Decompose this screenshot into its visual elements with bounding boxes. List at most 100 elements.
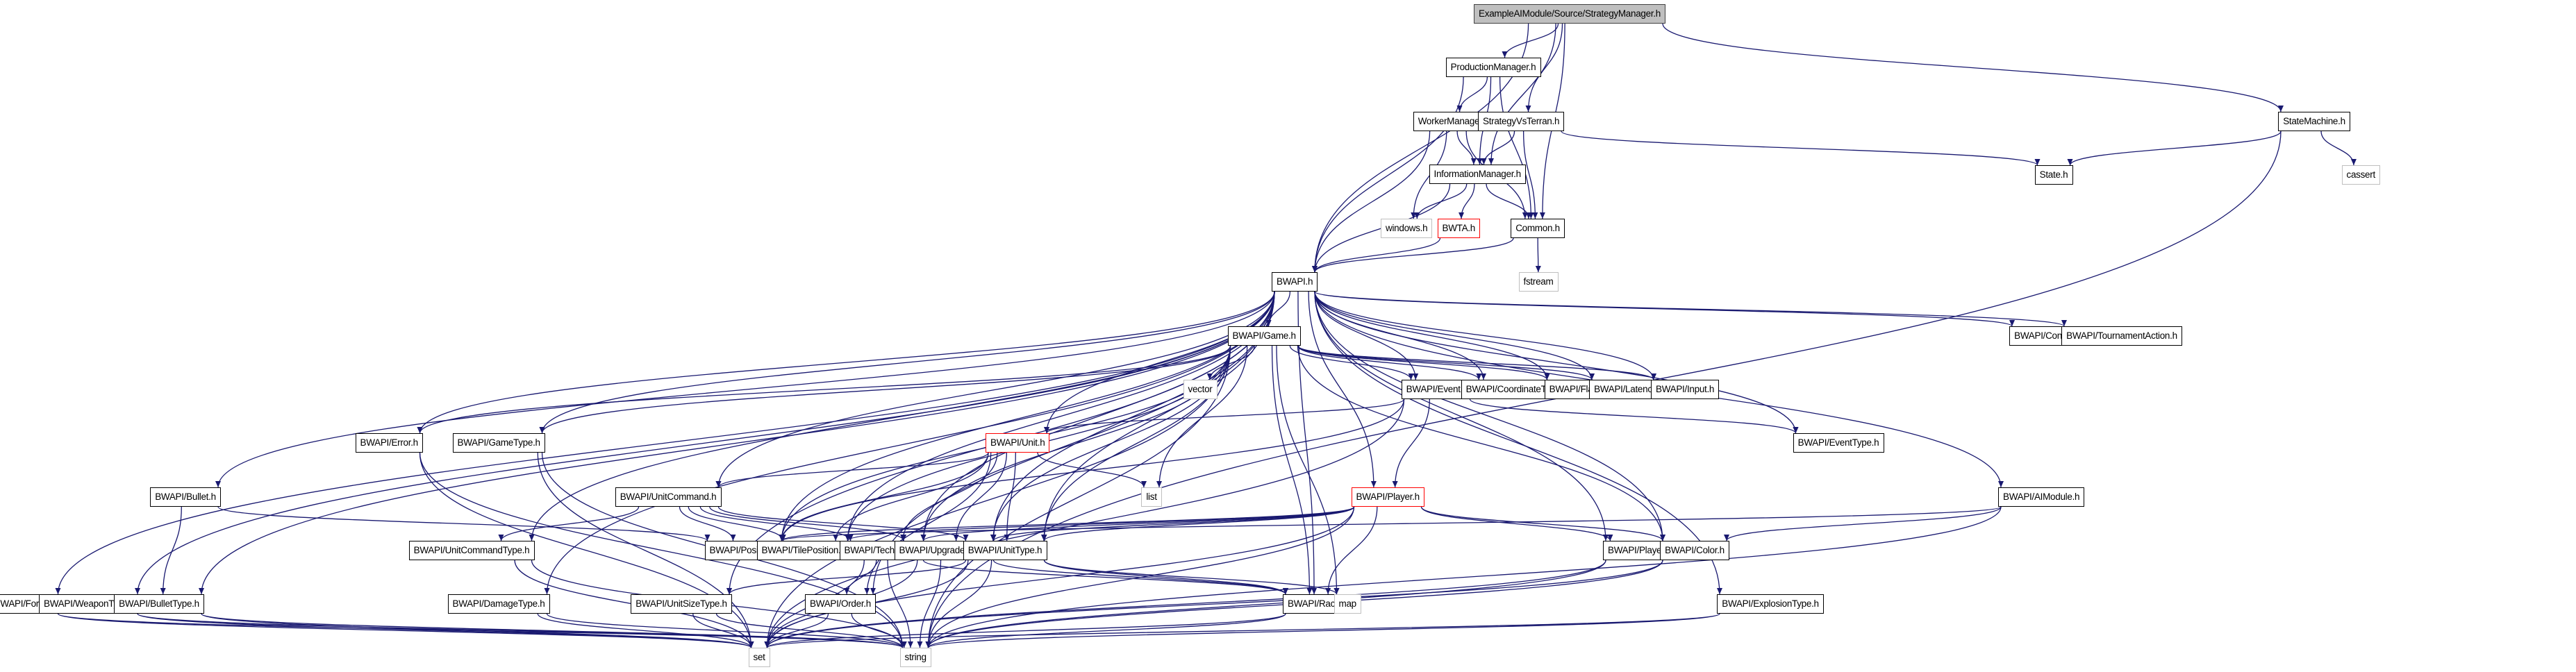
arrowhead-icon — [1481, 373, 1486, 380]
edge-bwapi-to-player — [1308, 291, 1374, 488]
arrowhead-icon — [925, 641, 931, 648]
edge-strategymanager-to-informationmanager — [1490, 23, 1556, 165]
node-list: list — [1141, 487, 1162, 507]
node-gametype[interactable]: BWAPI/GameType.h — [452, 433, 545, 453]
edge-gametype-to-set — [537, 452, 752, 648]
node-statemachine[interactable]: StateMachine.h — [2278, 112, 2350, 131]
arrowhead-icon — [2009, 320, 2015, 326]
edge-unit-to-tileposition — [835, 452, 989, 541]
arrowhead-icon — [1311, 588, 1318, 594]
node-race[interactable]: BWAPI/Race.h — [1283, 594, 1352, 614]
edge-strategymanager-to-productionmanager — [1504, 23, 1559, 58]
node-windows: windows.h — [1381, 219, 1432, 238]
node-player[interactable]: BWAPI/Player.h — [1351, 487, 1424, 507]
node-eventtype[interactable]: BWAPI/EventType.h — [1793, 433, 1884, 453]
arrowhead-icon — [1481, 158, 1487, 165]
node-error[interactable]: BWAPI/Error.h — [355, 433, 423, 453]
node-unit[interactable]: BWAPI/Unit.h — [986, 433, 1049, 453]
arrowhead-icon — [1651, 373, 1656, 380]
node-game[interactable]: BWAPI/Game.h — [1227, 326, 1301, 346]
edge-game-to-gametype — [541, 345, 1231, 434]
node-event[interactable]: BWAPI/Event.h — [1401, 380, 1473, 399]
edge-playertype-to-string — [927, 560, 1606, 648]
edge-unitcommand-to-unittype — [717, 506, 967, 541]
arrowhead-icon — [1544, 373, 1550, 380]
node-state[interactable]: State.h — [2034, 165, 2073, 185]
node-strategymanager[interactable]: ExampleAIModule/Source/StrategyManager.h — [1474, 4, 1665, 24]
node-explosiontype[interactable]: BWAPI/ExplosionType.h — [1717, 594, 1824, 614]
arrowhead-icon — [1476, 373, 1482, 380]
node-unitcommand[interactable]: BWAPI/UnitCommand.h — [615, 487, 722, 507]
edge-game-to-string — [927, 345, 1231, 648]
node-aimodule[interactable]: BWAPI/AIModule.h — [1998, 487, 2084, 507]
node-common[interactable]: Common.h — [1511, 219, 1565, 238]
node-map: map — [1333, 594, 1361, 614]
node-tournamentaction[interactable]: BWAPI/TournamentAction.h — [2061, 326, 2182, 346]
edge-color-to-set — [766, 560, 1663, 648]
arrowhead-icon — [715, 481, 722, 487]
node-input[interactable]: BWAPI/Input.h — [1651, 380, 1719, 399]
edge-error-to-set — [419, 452, 752, 648]
node-informationmanager[interactable]: InformationManager.h — [1429, 165, 1526, 184]
node-damagetype[interactable]: BWAPI/DamageType.h — [447, 594, 550, 614]
edge-damagetype-to-string — [546, 613, 904, 648]
node-string: string — [899, 648, 931, 667]
edge-game-to-map — [1276, 345, 1338, 595]
node-order[interactable]: BWAPI/Order.h — [805, 594, 876, 614]
edge-player-to-upgradetype — [992, 506, 1355, 541]
node-bwta[interactable]: BWTA.h — [1437, 219, 1480, 238]
node-color[interactable]: BWAPI/Color.h — [1660, 541, 1729, 560]
arrowhead-icon — [498, 535, 504, 541]
arrowhead-icon — [920, 535, 926, 541]
arrowhead-icon — [1998, 481, 2004, 487]
edge-bullet-to-position — [217, 506, 708, 541]
edge-game-to-set — [766, 345, 1231, 648]
node-productionmanager[interactable]: ProductionManager.h — [1445, 58, 1541, 77]
node-bullet[interactable]: BWAPI/Bullet.h — [150, 487, 221, 507]
arrowhead-icon — [1283, 588, 1288, 594]
arrowhead-icon — [907, 641, 913, 648]
edge-bwapi-to-order — [872, 291, 1275, 595]
arrowhead-icon — [1793, 427, 1799, 433]
edge-bwapi-to-eventtype — [1314, 291, 1797, 434]
edge-explosiontype-to-set — [766, 613, 1720, 648]
edge-race-to-set — [766, 613, 1286, 648]
node-tileposition[interactable]: BWAPI/TilePosition.h — [756, 541, 851, 560]
edge-bwta-to-bwapi — [1314, 237, 1441, 273]
edge-unit-to-order — [866, 452, 992, 595]
arrowhead-icon — [539, 427, 545, 433]
edge-workermanager-to-bwapi — [1314, 131, 1431, 273]
node-workermanager[interactable]: WorkerManager.h — [1413, 112, 1495, 131]
edge-game-to-coordinatetype — [1297, 345, 1480, 380]
edge-game-to-input — [1297, 345, 1654, 380]
arrowhead-icon — [417, 427, 423, 433]
arrowhead-icon — [529, 535, 535, 541]
arrowhead-icon — [1717, 588, 1722, 594]
arrowhead-icon — [1522, 212, 1528, 219]
arrowhead-icon — [1660, 535, 1665, 541]
arrowhead-icon — [844, 588, 850, 594]
edge-strategyvsterran-to-common — [1522, 131, 1536, 219]
edge-unitcommand-to-unitcommandtype — [500, 506, 640, 541]
node-strategyvsterran[interactable]: StrategyVsTerran.h — [1478, 112, 1564, 131]
edge-unittype-to-unitsizetype — [729, 560, 967, 595]
edge-game-to-latency — [1297, 345, 1593, 380]
arrowhead-icon — [1044, 427, 1049, 433]
edge-game-to-flag — [1297, 345, 1548, 380]
edge-strategyvsterran-to-informationmanager — [1483, 131, 1515, 165]
node-bwapi[interactable]: BWAPI.h — [1272, 272, 1318, 292]
edge-player-to-playertype — [1420, 506, 1611, 541]
node-unitcommandtype[interactable]: BWAPI/UnitCommandType.h — [408, 541, 535, 560]
edge-strategymanager-to-strategyvsterran — [1527, 23, 1563, 112]
edge-strategyvsterran-to-state — [1561, 131, 2038, 166]
arrowhead-icon — [730, 535, 736, 541]
edge-bwapi-to-tileposition — [847, 291, 1275, 541]
node-bullettype[interactable]: BWAPI/BulletType.h — [114, 594, 204, 614]
node-unitsizetype[interactable]: BWAPI/UnitSizeType.h — [631, 594, 732, 614]
arrowhead-icon — [1470, 158, 1477, 165]
arrowhead-icon — [1589, 373, 1595, 380]
node-unittype[interactable]: BWAPI/UnitType.h — [963, 541, 1047, 560]
edge-bwapi-to-bullettype — [201, 291, 1275, 595]
edge-bwapi-to-explosiontype — [1314, 291, 1720, 595]
edge-bwapi-to-input — [1314, 291, 1654, 380]
